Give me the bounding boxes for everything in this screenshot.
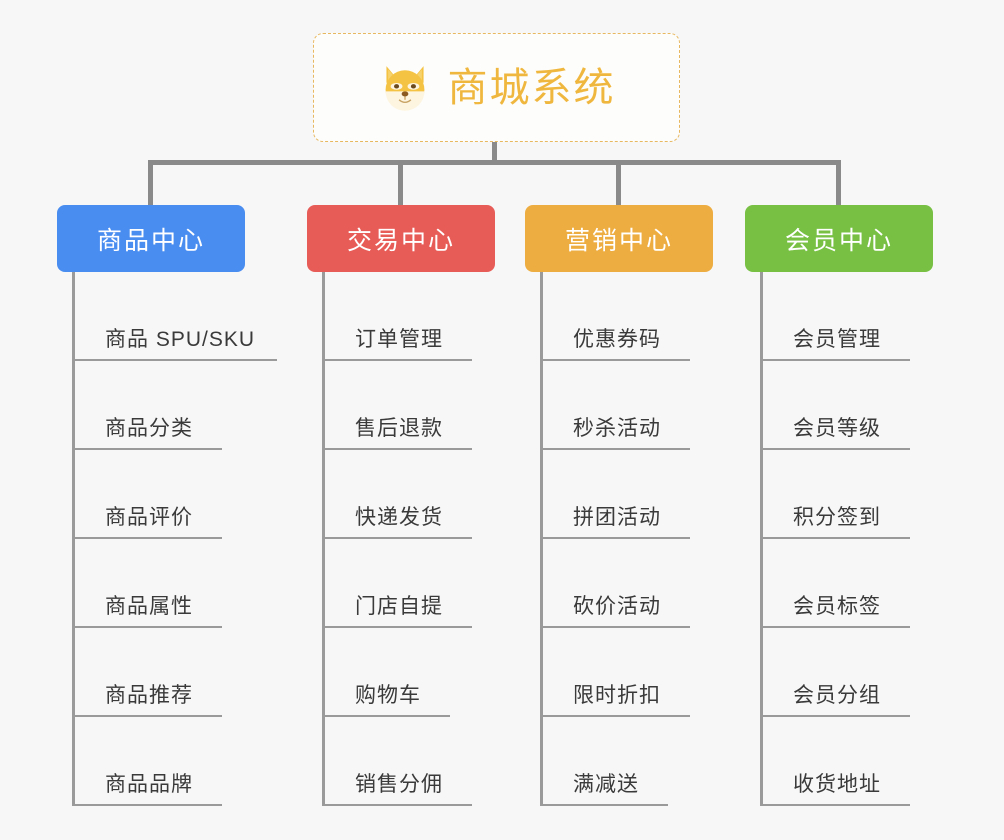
list-item[interactable]: 售后退款: [322, 361, 552, 450]
list-item[interactable]: 商品 SPU/SKU: [72, 272, 302, 361]
list-item-label: 商品品牌: [105, 773, 193, 796]
column-spine-4: [760, 272, 763, 806]
connector-drop-1: [148, 160, 153, 206]
list-item-label: 订单管理: [355, 328, 443, 351]
list-item-label: 限时折扣: [573, 684, 661, 707]
list-item-underline: [760, 359, 910, 361]
list-item[interactable]: 会员管理: [760, 272, 990, 361]
category-column-4: 会员中心 会员管理会员等级积分签到会员标签会员分组收货地址: [745, 205, 933, 806]
list-item-underline: [760, 626, 910, 628]
root-title: 商城系统: [447, 65, 616, 110]
list-item[interactable]: 销售分佣: [322, 717, 552, 806]
connector-drop-3: [616, 160, 621, 206]
list-item-underline: [760, 537, 910, 539]
list-item[interactable]: 快递发货: [322, 450, 552, 539]
list-item-underline: [760, 804, 910, 806]
list-item-label: 购物车: [355, 684, 421, 707]
list-item-underline: [322, 359, 472, 361]
category-header-3[interactable]: 营销中心: [525, 205, 713, 272]
list-item-label: 秒杀活动: [573, 417, 661, 440]
list-item-underline: [540, 448, 690, 450]
list-item-underline: [540, 715, 690, 717]
list-item-underline: [540, 804, 668, 806]
list-item-underline: [72, 715, 222, 717]
list-item[interactable]: 收货地址: [760, 717, 990, 806]
list-item[interactable]: 会员等级: [760, 361, 990, 450]
list-item[interactable]: 优惠券码: [540, 272, 770, 361]
connector-drop-4: [836, 160, 841, 206]
category-column-3: 营销中心 优惠券码秒杀活动拼团活动砍价活动限时折扣满减送: [525, 205, 713, 806]
list-item-label: 优惠券码: [573, 328, 661, 351]
list-item-label: 快递发货: [355, 506, 443, 529]
list-item-label: 积分签到: [793, 506, 881, 529]
list-item[interactable]: 商品评价: [72, 450, 302, 539]
connector-root-stem: [492, 142, 497, 164]
list-item-underline: [540, 626, 690, 628]
list-item[interactable]: 限时折扣: [540, 628, 770, 717]
list-item[interactable]: 秒杀活动: [540, 361, 770, 450]
list-item-underline: [540, 359, 690, 361]
list-item[interactable]: 商品品牌: [72, 717, 302, 806]
list-item-underline: [72, 804, 222, 806]
list-item[interactable]: 积分签到: [760, 450, 990, 539]
shiba-dog-icon: [378, 61, 432, 115]
list-item[interactable]: 商品推荐: [72, 628, 302, 717]
list-item-underline: [322, 715, 450, 717]
list-item[interactable]: 会员标签: [760, 539, 990, 628]
list-item-label: 商品分类: [105, 417, 193, 440]
category-header-1[interactable]: 商品中心: [57, 205, 245, 272]
root-node[interactable]: 商城系统: [313, 33, 680, 142]
list-item-underline: [72, 537, 222, 539]
item-list-3: 优惠券码秒杀活动拼团活动砍价活动限时折扣满减送: [540, 272, 770, 806]
list-item-label: 会员分组: [793, 684, 881, 707]
column-spine-1: [72, 272, 75, 806]
column-spine-2: [322, 272, 325, 806]
list-item-underline: [72, 359, 277, 361]
item-list-1: 商品 SPU/SKU 商品分类商品评价商品属性商品推荐商品品牌: [72, 272, 302, 806]
list-item[interactable]: 会员分组: [760, 628, 990, 717]
connector-horizontal-bus: [148, 160, 840, 165]
list-item[interactable]: 订单管理: [322, 272, 552, 361]
list-item-underline: [322, 537, 472, 539]
list-item-label: 售后退款: [355, 417, 443, 440]
list-item-label: 收货地址: [793, 773, 881, 796]
list-item[interactable]: 满减送: [540, 717, 770, 806]
list-item-label: 拼团活动: [573, 506, 661, 529]
connector-drop-2: [398, 160, 403, 206]
list-item-label: 会员标签: [793, 595, 881, 618]
list-item-label: 商品推荐: [105, 684, 193, 707]
list-item[interactable]: 拼团活动: [540, 450, 770, 539]
list-item-underline: [72, 626, 222, 628]
category-column-2: 交易中心 订单管理售后退款快递发货门店自提购物车销售分佣: [307, 205, 495, 806]
list-item-label: 会员管理: [793, 328, 881, 351]
list-item-label: 商品属性: [105, 595, 193, 618]
list-item-label: 砍价活动: [573, 595, 661, 618]
list-item-label: 销售分佣: [355, 773, 443, 796]
list-item-underline: [760, 448, 910, 450]
list-item[interactable]: 购物车: [322, 628, 552, 717]
category-header-2[interactable]: 交易中心: [307, 205, 495, 272]
list-item-underline: [540, 537, 690, 539]
list-item-label: 满减送: [573, 773, 639, 796]
list-item-label: 门店自提: [355, 595, 443, 618]
item-list-4: 会员管理会员等级积分签到会员标签会员分组收货地址: [760, 272, 990, 806]
list-item-underline: [322, 626, 472, 628]
list-item[interactable]: 商品属性: [72, 539, 302, 628]
list-item-label: 会员等级: [793, 417, 881, 440]
list-item-label: 商品 SPU/SKU: [105, 328, 256, 351]
column-spine-3: [540, 272, 543, 806]
category-header-4[interactable]: 会员中心: [745, 205, 933, 272]
list-item-underline: [72, 448, 222, 450]
list-item-underline: [322, 448, 472, 450]
list-item[interactable]: 砍价活动: [540, 539, 770, 628]
list-item-label: 商品评价: [105, 506, 193, 529]
list-item-underline: [322, 804, 472, 806]
list-item[interactable]: 商品分类: [72, 361, 302, 450]
category-column-1: 商品中心 商品 SPU/SKU 商品分类商品评价商品属性商品推荐商品品牌: [57, 205, 277, 806]
list-item[interactable]: 门店自提: [322, 539, 552, 628]
item-list-2: 订单管理售后退款快递发货门店自提购物车销售分佣: [322, 272, 552, 806]
list-item-underline: [760, 715, 910, 717]
